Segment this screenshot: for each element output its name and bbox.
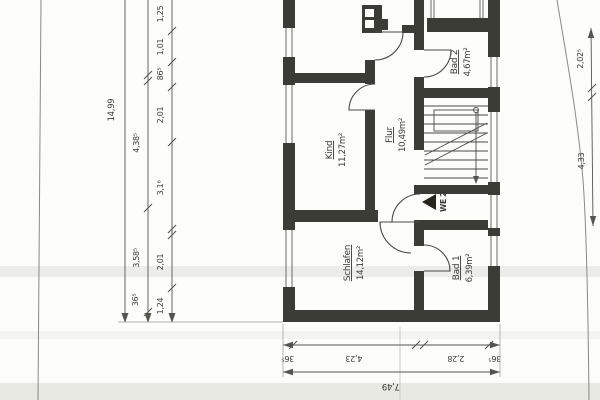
dim-bottom-detail-2: 2,28: [447, 354, 464, 363]
dimension-chain-bottom-total: 7,49: [283, 368, 500, 391]
scan-band: [0, 383, 600, 400]
dimension-chain-bottom-detail: 36⁵ 4,23 2,28 36⁵: [282, 340, 502, 363]
unit-label: WE 2: [439, 192, 448, 212]
room-name-bad1: Bad 1: [452, 256, 462, 281]
room-area-bad1: 6,39m²: [465, 254, 475, 283]
dimension-chain-right: 2,02⁵ 4,33: [576, 27, 597, 227]
dim-left-detail-2: 86⁵: [156, 68, 165, 81]
room-area-bad2: 4,67m²: [463, 48, 473, 77]
dim-right-0: 2,02⁵: [576, 49, 585, 69]
site-boundary-left: [37, 0, 42, 400]
dim-right-1: 4,33: [577, 152, 586, 169]
room-area-kind: 11,27m²: [338, 133, 348, 167]
interior-walls: [295, 0, 488, 310]
dim-left-detail-1: 1,01: [156, 38, 165, 55]
dim-bottom-detail-1: 4,23: [345, 354, 362, 363]
room-name-kind: Kind: [325, 141, 335, 160]
room-area-flur: 10,49m²: [398, 118, 408, 152]
staircase: [424, 105, 488, 184]
dim-left-mid-1: 3,58⁵: [132, 248, 141, 268]
dim-left-mid-2: 36⁵: [131, 294, 140, 307]
dim-left-detail-0: 1,25: [156, 5, 165, 22]
dim-left-total: 14,99: [107, 99, 117, 122]
room-name-schlafen: Schlafen: [343, 245, 353, 281]
room-name-bad2: Bad 2: [450, 50, 460, 75]
room-name-flur: Flur: [385, 126, 395, 142]
dim-left-mid-0: 4,38⁵: [132, 133, 141, 153]
window: [490, 57, 498, 266]
dimension-chain-left-detail: 1,25 1,01 86⁵ 2,01 3,1⁶ 2,01 1,24: [156, 0, 177, 323]
dim-left-detail-6: 1,24: [156, 297, 165, 314]
exterior-walls: [283, 0, 500, 322]
entrance-marker: WE 2: [422, 192, 448, 212]
dimension-chain-left-total: 14,99: [107, 0, 129, 323]
dim-left-detail-4: 3,1⁶: [156, 181, 165, 196]
scan-band: [0, 266, 600, 277]
room-labels: Kind 11,27m² Flur 10,49m² Bad 2 4,67m² S…: [325, 48, 475, 283]
dim-bottom-detail-3: 36⁵: [489, 354, 502, 363]
site-boundary-right: [556, 0, 590, 400]
window: [430, 0, 484, 18]
room-area-schlafen: 14,12m²: [356, 246, 366, 280]
scan-band: [0, 331, 600, 339]
dimension-chain-left-mid: 4,38⁵ 3,58⁵ 36⁵: [131, 0, 153, 323]
dim-left-detail-3: 2,01: [156, 106, 165, 123]
dim-bottom-total: 7,49: [382, 381, 400, 391]
stair-direction-arrow: [473, 107, 479, 184]
entrance-direction-icon: [422, 194, 436, 210]
dim-bottom-detail-0: 36⁵: [282, 354, 295, 363]
chimney: [362, 5, 388, 33]
window: [285, 28, 293, 287]
dim-left-detail-5: 2,01: [156, 253, 165, 270]
door-swing: [348, 31, 452, 272]
